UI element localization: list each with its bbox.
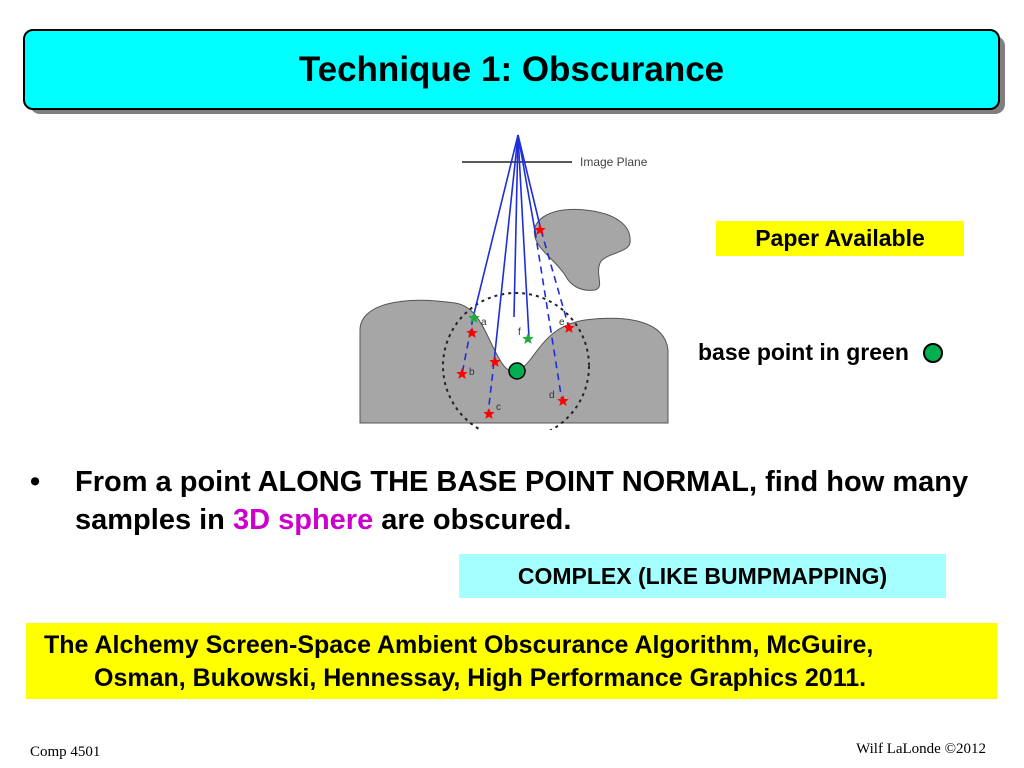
sample-label-c: c [496,402,501,413]
reference-line-2: Osman, Bukowski, Hennessay, High Perform… [94,664,867,692]
base-point-marker [508,362,526,380]
sample-label-a: a [481,317,487,328]
bullet-point: • From a point ALONG THE BASE POINT NORM… [30,463,990,539]
sample-f-star [522,333,534,344]
title-banner: Technique 1: Obscurance [23,29,1000,110]
reference-line-1: The Alchemy Screen-Space Ambient Obscura… [44,631,874,659]
paper-available-badge: Paper Available [716,221,964,256]
sample-sphere [442,292,590,430]
sample-label-b: b [469,367,475,378]
base-point-note: base point in green [698,339,943,366]
view-rays [472,134,542,363]
bullet-marker: • [30,466,41,498]
paper-available-label: Paper Available [755,225,925,251]
obscurance-diagram: Image Plane a b c d e f [359,134,669,430]
scene-surface [359,299,669,424]
occluded-ray-segments [461,229,570,415]
green-dot-icon [922,342,943,363]
sample-label-f: f [518,327,521,338]
complexity-badge: COMPLEX (LIKE BUMPMAPPING) [459,554,946,598]
sample-label-e: e [559,317,565,328]
sample-label-d: d [549,390,555,401]
footer-author: Wilf LaLonde ©2012 [856,741,986,757]
complexity-label: COMPLEX (LIKE BUMPMAPPING) [517,562,888,589]
base-point-label: base point in green [698,339,909,365]
slide-title: Technique 1: Obscurance [298,49,725,89]
footer-course: Comp 4501 [30,744,101,760]
occluder-blob [533,208,631,291]
bullet-text: From a point ALONG THE BASE POINT NORMAL… [75,463,990,539]
reference-box: The Alchemy Screen-Space Ambient Obscura… [26,623,997,699]
bullet-text-before: From a point ALONG THE BASE POINT NORMAL… [75,466,969,536]
bullet-highlight: 3D sphere [232,504,374,536]
image-plane-label: Image Plane [580,155,648,169]
bullet-text-after: are obscured. [373,504,572,536]
